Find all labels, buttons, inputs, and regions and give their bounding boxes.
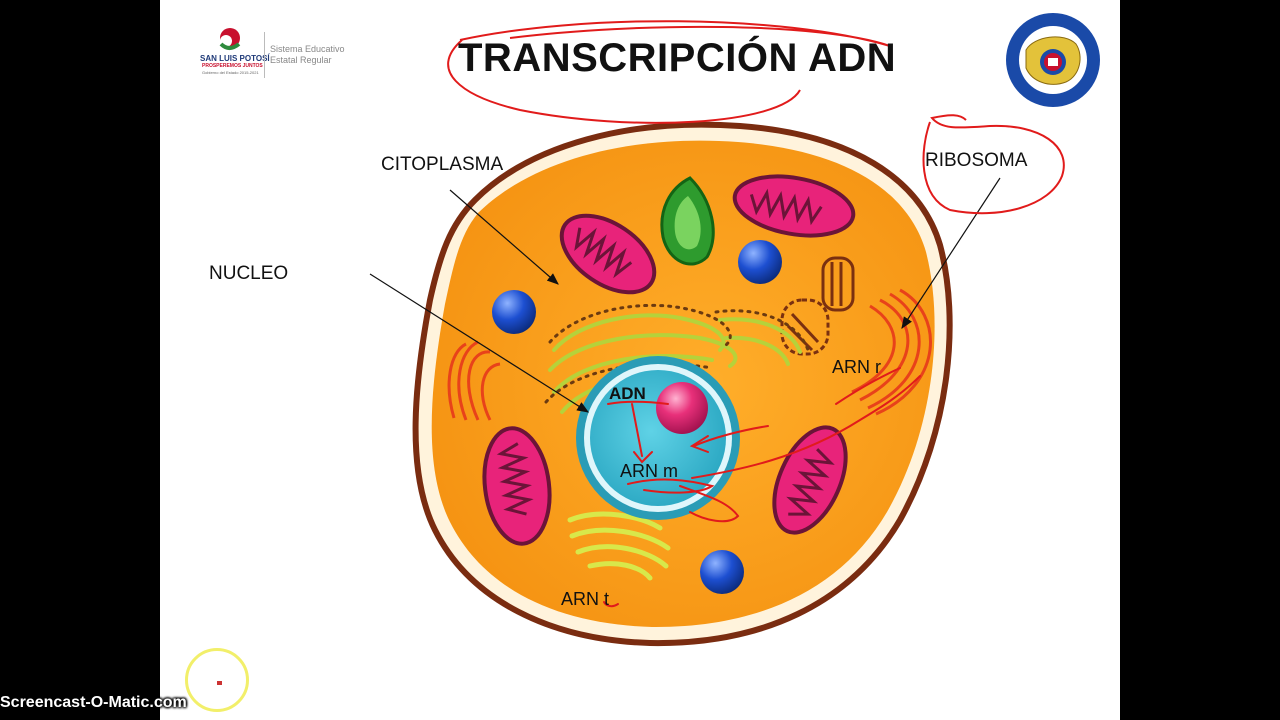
mitochondrion (559, 213, 657, 295)
mitochondrion (482, 426, 552, 546)
cursor-pointer (217, 681, 222, 685)
golgi-apparatus (567, 511, 671, 581)
smooth-er-right (851, 288, 932, 416)
logo-system-line2: Estatal Regular (270, 55, 332, 65)
ribosoma-label: RIBOSOMA (925, 150, 1028, 171)
citoplasma-arrow (449, 189, 559, 285)
ribosoma-highlight-loop (922, 114, 1065, 215)
logo-brand-text: SAN LUIS POTOSÍ (200, 54, 270, 63)
arn-m-label: ARN m (620, 461, 678, 481)
nucleo-label: NUCLEO (209, 263, 289, 284)
vacuole (738, 240, 782, 284)
nucleolus (656, 382, 708, 434)
arn-t-label: ARN t (561, 589, 610, 609)
school-logo (1006, 13, 1100, 107)
vacuole (700, 550, 744, 594)
nucleo-arrow (369, 273, 590, 413)
cell-diagram (219, 13, 1100, 647)
screencast-watermark: Screencast-O-Matic.com (0, 694, 187, 711)
slide-title: TRANSCRIPCIÓN ADN (458, 36, 897, 80)
mitochondrion (732, 174, 856, 238)
smooth-er-left (447, 340, 501, 421)
slide: TRANSCRIPCIÓN ADN CITOPLASMA NUCLEO RIBO… (160, 0, 1120, 720)
san-luis-potosi-logo: SAN LUIS POTOSÍ PROSPEREMOS JUNTOS Gobie… (200, 24, 350, 80)
nucleus (576, 356, 740, 520)
citoplasma-label: CITOPLASMA (381, 154, 504, 175)
cursor-highlight-ring (185, 648, 249, 712)
logo-divider (264, 32, 265, 78)
san-luis-logo-mark (219, 28, 241, 50)
vacuole (492, 290, 536, 334)
transcription-annotation-arrows (603, 367, 921, 608)
logo-government-text: Gobierno del Estado 2015-2021 (202, 70, 259, 75)
title-highlight-loop (447, 20, 891, 124)
adn-label: ADN (609, 384, 646, 403)
arn-r-label: ARN r (832, 357, 881, 377)
ribosoma-arrow (901, 177, 1001, 330)
logo-system-line1: Sistema Educativo (270, 44, 345, 54)
logo-tagline: PROSPEREMOS JUNTOS (202, 63, 263, 69)
